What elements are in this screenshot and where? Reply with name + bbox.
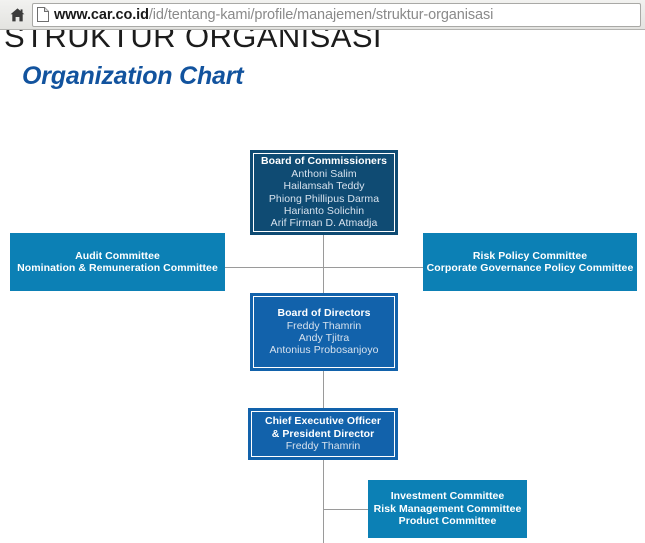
connector-ceo-spine bbox=[323, 460, 324, 543]
page-document-icon bbox=[37, 7, 49, 22]
node-line: Product Committee bbox=[398, 515, 497, 528]
node-member: Freddy Thamrin bbox=[286, 319, 362, 332]
page-title-indonesian: STRUKTUR ORGANISASI bbox=[4, 30, 382, 54]
node-title: & President Director bbox=[271, 427, 375, 440]
node-board-of-commissioners[interactable]: Board of Commissioners Anthoni Salim Hai… bbox=[250, 150, 398, 235]
address-bar-url: www.car.co.id/id/tentang-kami/profile/ma… bbox=[54, 4, 493, 26]
node-member: Phiong Phillipus Darma bbox=[268, 192, 380, 205]
node-member: Freddy Thamrin bbox=[285, 440, 361, 453]
node-title: Chief Executive Officer bbox=[264, 415, 382, 428]
connector-commissioners-down bbox=[323, 235, 324, 267]
page-title-english: Organization Chart bbox=[22, 62, 244, 90]
node-member: Antonius Probosanjoyo bbox=[269, 344, 379, 357]
node-member: Anthoni Salim bbox=[291, 167, 357, 180]
node-line: Corporate Governance Policy Committee bbox=[426, 262, 634, 274]
node-title: Board of Commissioners bbox=[261, 155, 387, 168]
node-line: Nomination & Remuneration Committee bbox=[17, 262, 218, 274]
node-risk-policy-committee[interactable]: Risk Policy Committee Corporate Governan… bbox=[423, 233, 637, 291]
node-line: Investment Committee bbox=[390, 490, 505, 503]
browser-toolbar: www.car.co.id/id/tentang-kami/profile/ma… bbox=[0, 0, 645, 30]
connector-spine-to-investment bbox=[323, 509, 368, 510]
node-line: Risk Management Committee bbox=[373, 502, 522, 515]
node-board-of-directors[interactable]: Board of Directors Freddy Thamrin Andy T… bbox=[250, 293, 398, 371]
node-member: Arif Firman D. Atmadja bbox=[270, 217, 378, 230]
node-line: Audit Committee bbox=[75, 249, 160, 262]
node-member: Andy Tjitra bbox=[298, 332, 350, 344]
node-member: Harianto Solichin bbox=[283, 204, 365, 217]
url-path: /id/tentang-kami/profile/manajemen/struk… bbox=[148, 6, 494, 23]
connector-committee-rail bbox=[225, 267, 423, 268]
node-investment-committee[interactable]: Investment Committee Risk Management Com… bbox=[368, 480, 527, 538]
home-icon[interactable] bbox=[4, 3, 30, 27]
node-audit-committee[interactable]: Audit Committee Nomination & Remuneratio… bbox=[10, 233, 225, 291]
connector-directors-to-ceo bbox=[323, 371, 324, 408]
node-member: Hailamsah Teddy bbox=[283, 180, 365, 193]
address-bar[interactable]: www.car.co.id/id/tentang-kami/profile/ma… bbox=[32, 2, 641, 27]
webpage-content: STRUKTUR ORGANISASI Organization Chart B… bbox=[0, 30, 645, 543]
node-title: Board of Directors bbox=[277, 307, 371, 320]
connector-rail-to-directors bbox=[323, 267, 324, 293]
url-domain: www.car.co.id bbox=[54, 6, 149, 23]
node-line: Risk Policy Committee bbox=[472, 249, 588, 262]
node-chief-executive-officer[interactable]: Chief Executive Officer & President Dire… bbox=[248, 408, 398, 460]
